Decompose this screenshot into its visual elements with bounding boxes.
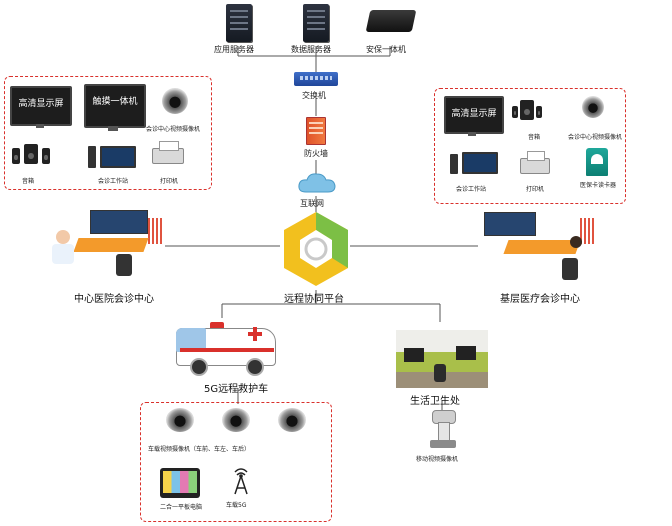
data-server-label: 数据服务器 <box>291 45 331 54</box>
all-in-one-label: 安保一体机 <box>366 45 406 54</box>
right-speaker-left-icon <box>512 106 518 118</box>
switch-icon <box>294 72 338 86</box>
ambulance-label: 5G远程救护车 <box>204 384 269 395</box>
right-workstation-monitor-icon <box>462 152 498 174</box>
display-screen-icon: 高清显示屏 <box>10 86 72 126</box>
mobile-camera-label: 移动视频摄像机 <box>416 456 459 463</box>
all-in-one-icon <box>365 10 417 32</box>
app-server-icon <box>226 4 252 42</box>
card-reader-icon <box>586 148 608 176</box>
platform-label: 远程协同平台 <box>284 294 344 305</box>
right-camera-label: 会诊中心视频摄像机 <box>568 134 623 141</box>
right-workstation-label: 会诊工作站 <box>456 186 487 193</box>
right-printer-icon <box>520 151 550 174</box>
center-hospital-scene <box>46 204 166 284</box>
vehicle-camera-rear-icon <box>278 408 306 432</box>
left-camera-label: 会诊中心视频摄像机 <box>146 126 201 133</box>
antenna-5g-icon <box>234 468 248 495</box>
ambulance-icon <box>176 318 280 376</box>
speaker-left-icon <box>12 148 20 164</box>
left-speaker-label: 音箱 <box>22 178 35 185</box>
left-printer-label: 打印机 <box>160 178 179 185</box>
firewall-label: 防火墙 <box>304 149 328 158</box>
dome-camera-icon <box>162 88 188 114</box>
firewall-icon <box>306 117 326 145</box>
display-screen-label: 高清显示屏 <box>18 99 64 109</box>
center-hospital-equipment-box <box>4 76 212 190</box>
workstation-monitor-icon <box>100 146 136 168</box>
right-speaker-right-icon <box>536 106 542 118</box>
grassroots-scene <box>480 208 600 286</box>
app-server-label: 应用服务器 <box>214 45 254 54</box>
workstation-tower-icon <box>88 146 96 168</box>
center-hospital-label: 中心医院会诊中心 <box>74 294 154 305</box>
tablet-icon <box>160 468 200 498</box>
platform-logo-icon <box>284 212 348 286</box>
clinic-label: 生活卫生处 <box>410 396 460 407</box>
mobile-camera-icon <box>430 410 456 450</box>
left-workstation-label: 会诊工作站 <box>98 178 129 185</box>
vehicle-camera-front-icon <box>166 408 194 432</box>
data-server-icon <box>303 4 329 42</box>
internet-label: 互联网 <box>300 199 324 208</box>
vehicle-camera-left-icon <box>222 408 250 432</box>
right-display-screen-label: 高清显示屏 <box>451 109 497 119</box>
right-speaker-label: 音箱 <box>528 134 541 141</box>
ambulance-equipment-box <box>140 402 332 522</box>
card-reader-label: 医保卡读卡器 <box>580 182 617 189</box>
subwoofer-icon <box>24 144 38 164</box>
touch-terminal-icon: 触摸一体机 <box>84 84 146 128</box>
tablet-label: 二合一平板电脑 <box>160 504 203 511</box>
grassroots-equipment-box <box>434 88 626 204</box>
speaker-right-icon <box>42 148 50 164</box>
right-dome-camera-icon <box>582 96 604 118</box>
right-subwoofer-icon <box>520 100 534 120</box>
touch-terminal-label: 触摸一体机 <box>92 97 138 107</box>
printer-icon <box>152 141 184 164</box>
right-workstation-tower-icon <box>450 154 458 174</box>
right-display-screen-icon: 高清显示屏 <box>444 96 504 134</box>
antenna-5g-label: 车载5G <box>226 502 247 509</box>
switch-label: 交换机 <box>302 91 326 100</box>
grassroots-label: 基层医疗会诊中心 <box>500 294 580 305</box>
right-printer-label: 打印机 <box>526 186 545 193</box>
vehicle-cameras-label: 车载视频摄像机（车前、车左、车后） <box>148 446 251 453</box>
cloud-icon <box>298 173 336 193</box>
clinic-photo <box>396 330 488 388</box>
